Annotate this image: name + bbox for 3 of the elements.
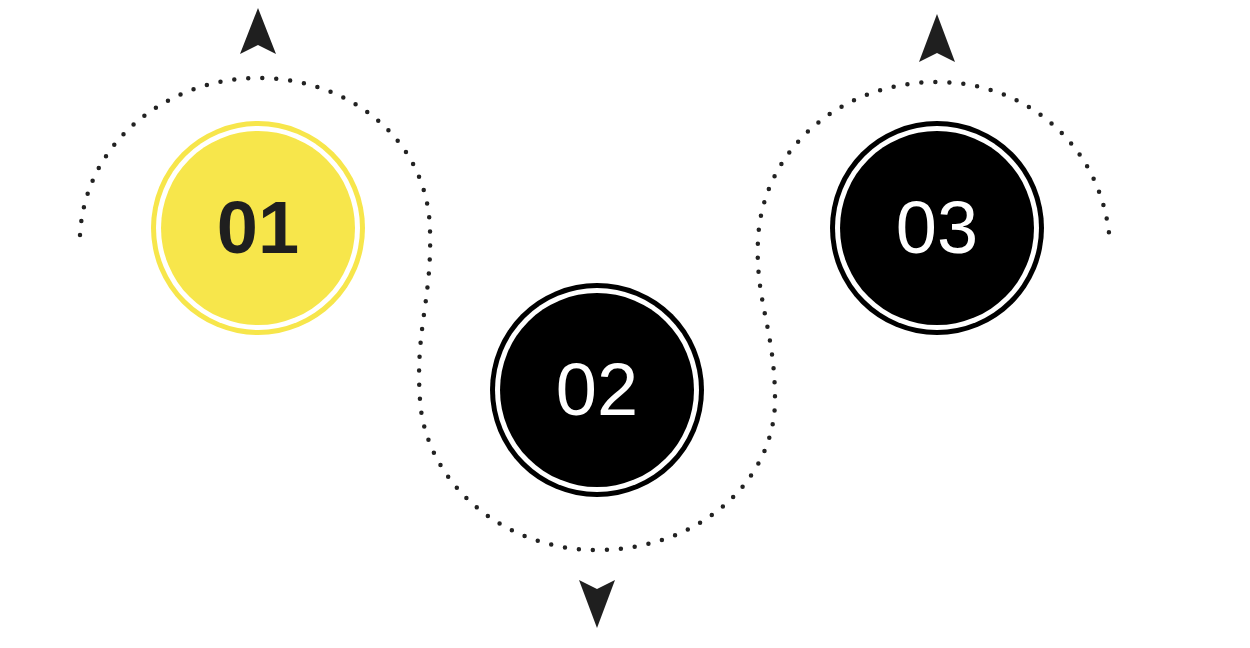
step-number: 01 [216,191,300,265]
step-number: 03 [895,191,979,265]
step-number: 02 [555,353,639,427]
